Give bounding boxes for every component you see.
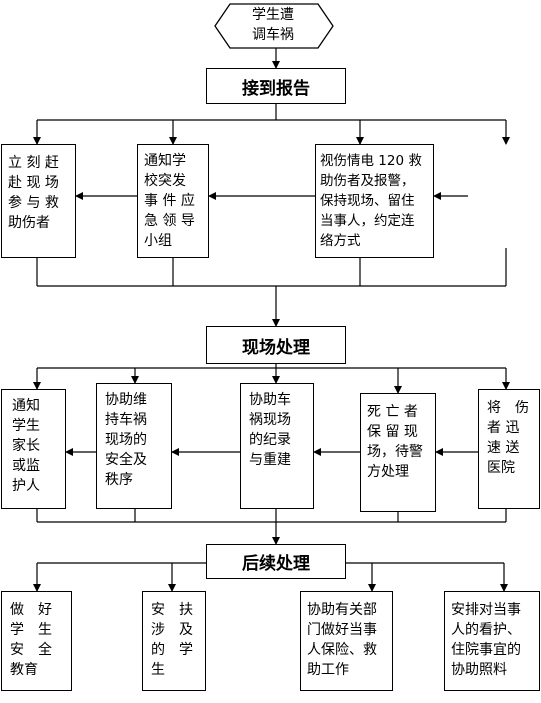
section-onsite-handling: 现场处理 [206,326,346,364]
box-assist-scene-record: 协助车 祸现场 的纪录 与重建 [240,383,314,509]
start-line-2: 调车祸 [252,27,294,43]
box-assist-insurance-rescue: 协助有关部 门做好当事 人保险、救 助工作 [300,591,393,691]
section-followup-handling: 后续处理 [206,544,346,579]
box-preserve-fatality-scene: 死 亡 者 保 留 现 场，待警 方处理 [360,393,436,512]
start-line-1: 学生遭 [252,7,294,23]
box-notify-parents: 通知 学生 家长 或监 护人 [1,389,66,509]
section-receive-report: 接到报告 [206,68,346,104]
box-call-120-and-police: 视伤情电 120 救 助伤者及报警， 保持现场、留住 当事人，约定连 络方式 [315,144,434,258]
box-notify-school-emergency-group: 通知学 校突发 事 件 应 急 领 导 小组 [137,144,209,258]
box-safety-education: 做 好 学 生 安 全 教育 [1,591,72,691]
box-arrange-care-hospitalization: 安排对当事 人的看护、 住院事宜的 协助照料 [444,591,540,691]
box-comfort-students: 安 扶 涉 及 的 学 生 [142,591,206,691]
box-rush-to-scene: 立 刻 赶 赴 现 场 参 与 救 助伤者 [1,144,76,258]
start-node: 学生遭 调车祸 [229,5,317,45]
start-node-shape [214,3,334,49]
box-send-injured-to-hospital: 将 伤 者 迅 速 送 医院 [478,389,540,509]
box-maintain-scene-safety: 协助维 持车祸 现场的 安全及 秩序 [96,383,172,509]
